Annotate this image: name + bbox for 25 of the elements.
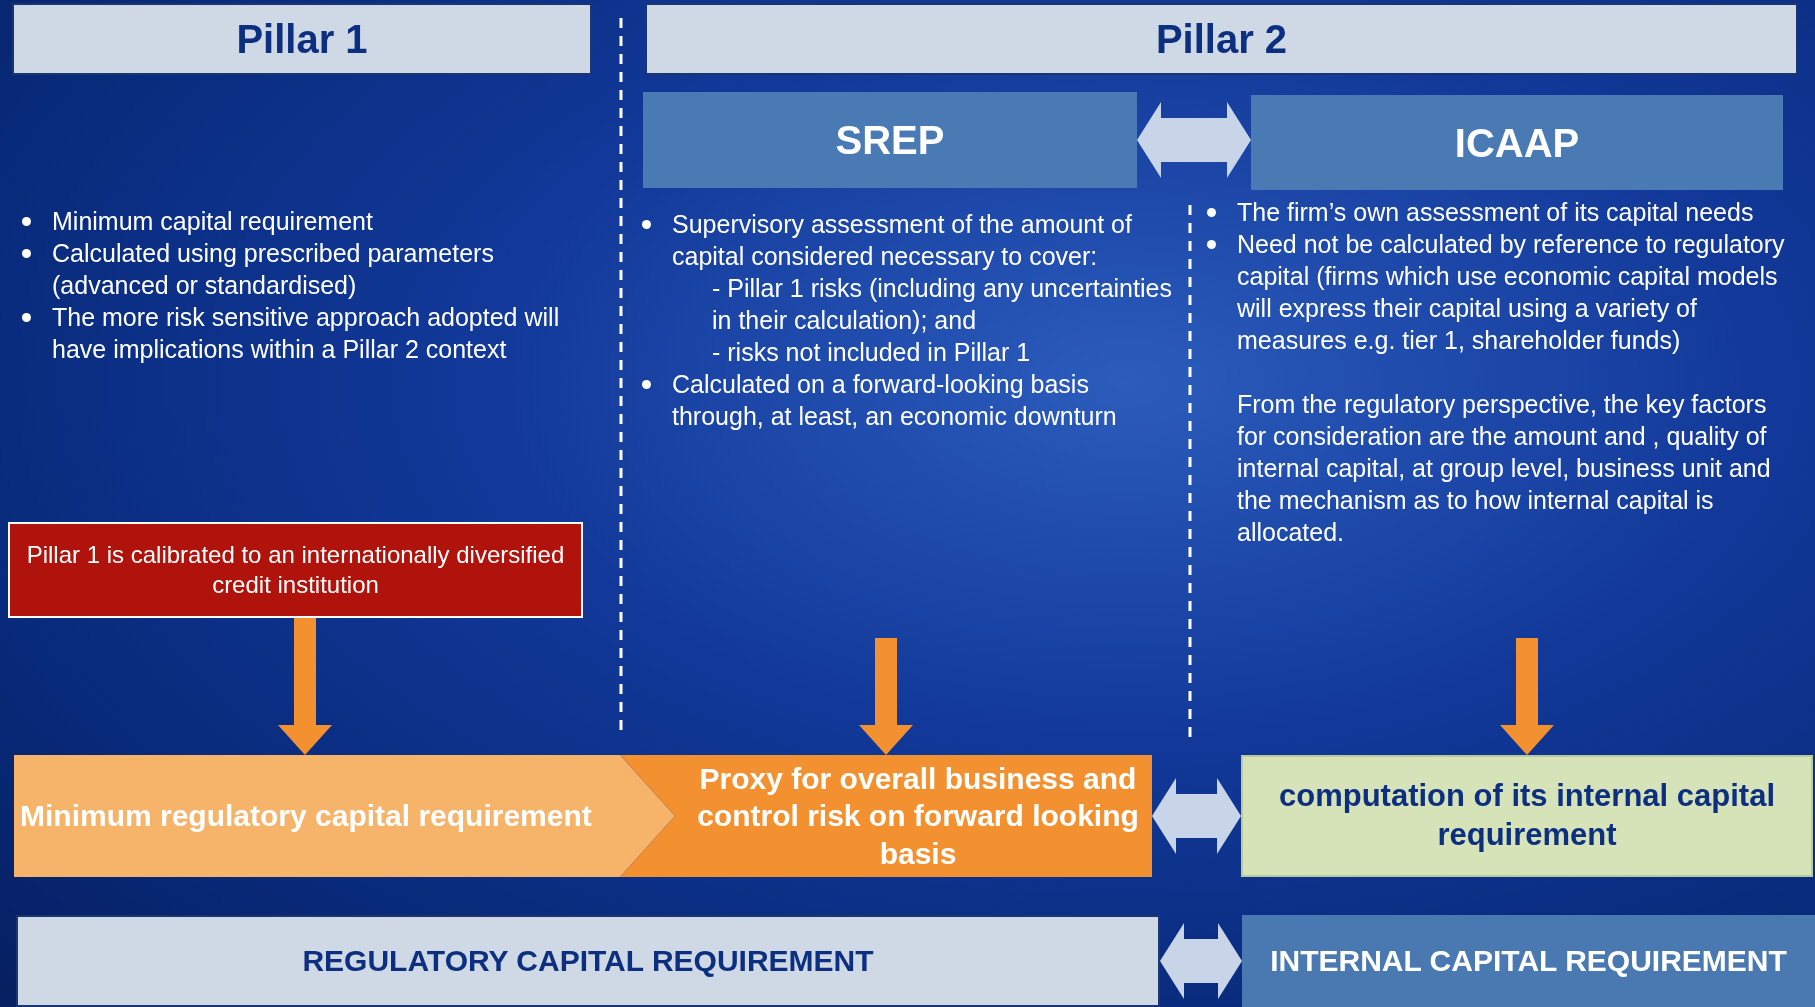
bullet-text: Minimum capital requirement bbox=[20, 205, 580, 237]
bullet-text: Calculated on a forward-looking basis through, at least, an economic downturn bbox=[640, 368, 1185, 432]
bullet-text: Calculated using prescribed parameters (advanced or standardised) bbox=[20, 237, 580, 301]
title-box: SREP bbox=[643, 92, 1137, 188]
header-box: Pillar 2 bbox=[645, 3, 1798, 75]
down-arrow bbox=[1500, 638, 1554, 755]
paragraph-text: From the regulatory perspective, the key factors for consideration are the amount and , quality of internal capital, at group level, business unit and the mechanism as to how internal capital is allocated. bbox=[1236, 389, 1772, 548]
down-arrow bbox=[859, 638, 913, 755]
bullet-text: The firm’s own assessment of its capital needs bbox=[1205, 196, 1800, 228]
summary-box: REGULATORY CAPITAL REQUIREMENT bbox=[16, 915, 1160, 1007]
summary-box: INTERNAL CAPITAL REQUIREMENT bbox=[1242, 915, 1815, 1007]
header-box: Pillar 1 bbox=[12, 3, 592, 75]
bullet-text: Supervisory assessment of the amount of capital considered necessary to cover: bbox=[640, 208, 1185, 272]
down-arrow bbox=[278, 618, 332, 755]
bullet-text: Need not be calculated by reference to regulatory capital (firms which use economic capital models will express their capital using a variety of measures e.g. tier 1, shareholder funds) bbox=[1205, 228, 1800, 356]
bullet-text: The more risk sensitive approach adopted will have implications within a Pillar 2 context bbox=[20, 301, 580, 365]
double-arrow bbox=[1160, 923, 1242, 999]
double-arrow bbox=[1152, 778, 1241, 854]
double-arrow bbox=[1137, 102, 1251, 178]
sub-item-text: - Pillar 1 risks (including any uncertainties in their calculation); and bbox=[711, 273, 1173, 336]
note-box: Pillar 1 is calibrated to an internationally diversified credit institution bbox=[8, 522, 583, 618]
sub-item-text: - risks not included in Pillar 1 bbox=[711, 337, 1032, 368]
chevron-box: Proxy for overall business and control risk on forward looking basis bbox=[620, 755, 1152, 877]
result-box: computation of its internal capital requirement bbox=[1241, 755, 1813, 877]
title-box: ICAAP bbox=[1251, 95, 1783, 190]
